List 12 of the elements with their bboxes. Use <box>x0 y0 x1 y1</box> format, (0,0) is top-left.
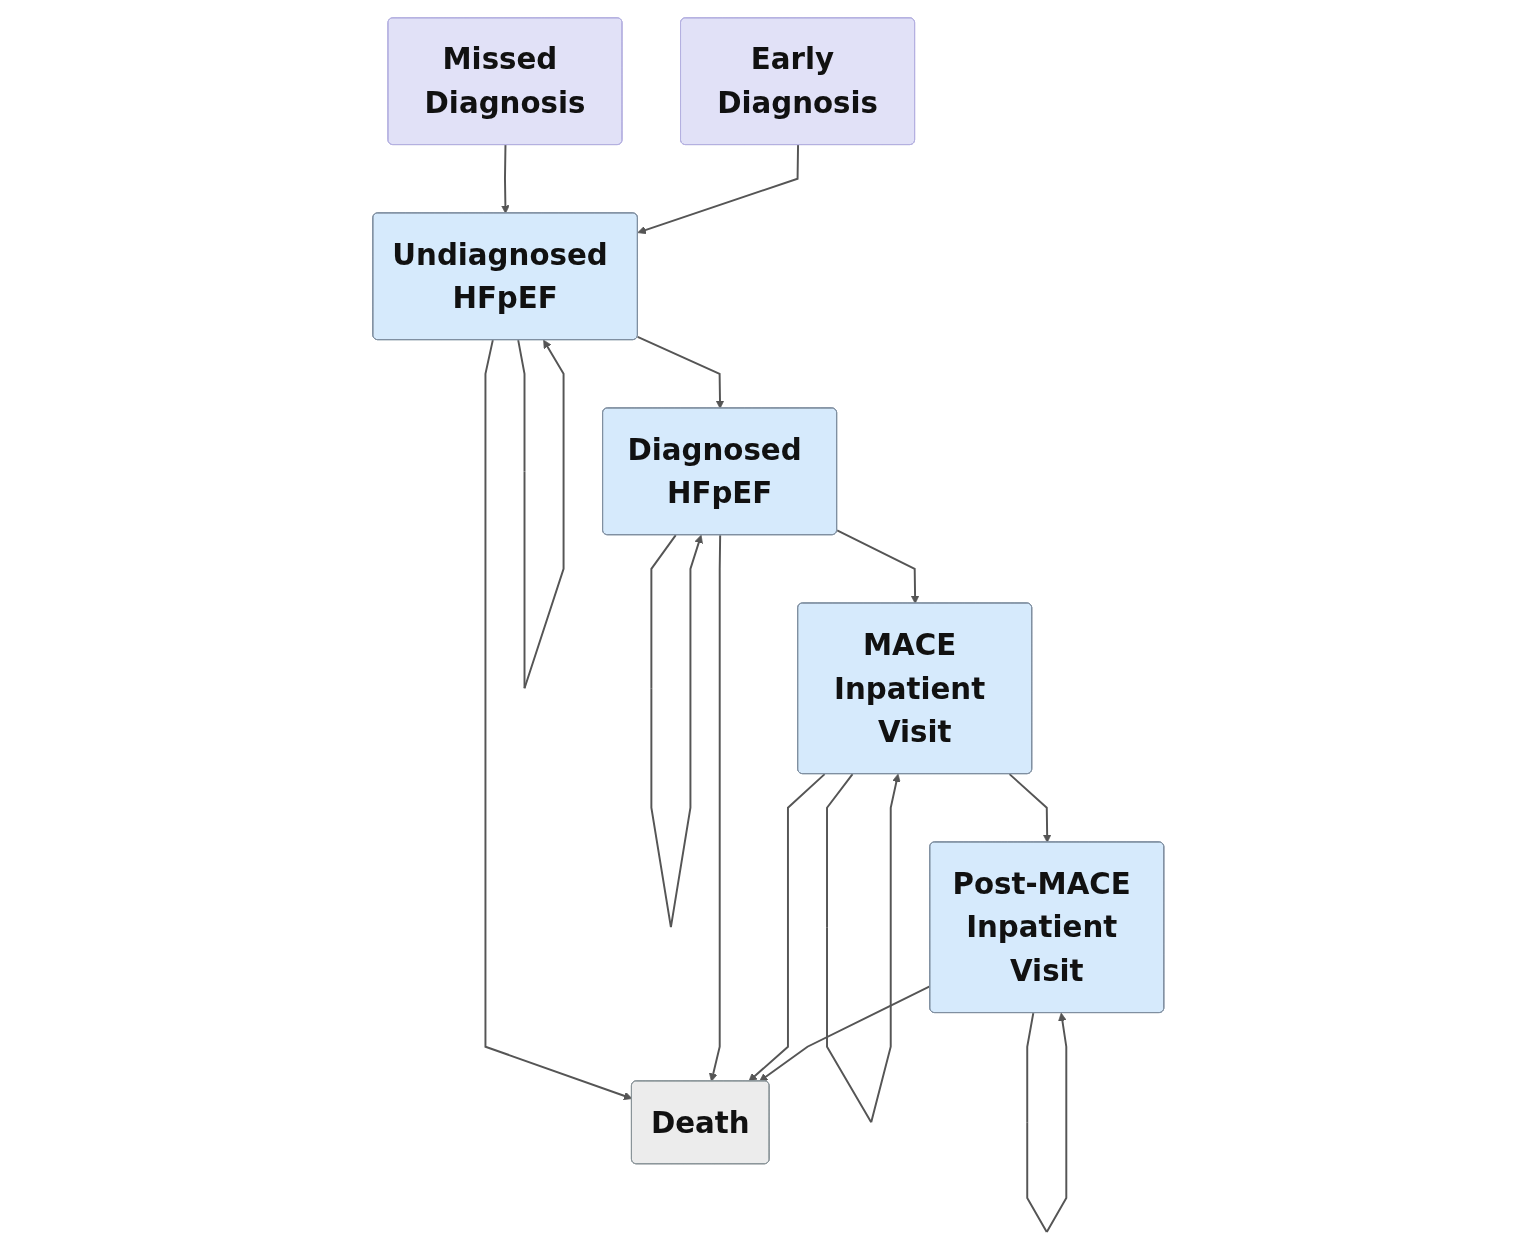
arrow <box>1026 1012 1068 1233</box>
arrow <box>637 144 800 235</box>
arrow <box>748 773 826 1082</box>
arrow <box>1008 773 1052 843</box>
arrow <box>709 534 722 1082</box>
arrow <box>517 339 565 690</box>
arrow <box>501 144 510 214</box>
arrow <box>836 529 920 604</box>
arrow <box>636 335 725 409</box>
arrow <box>826 773 901 1124</box>
arrow <box>484 339 633 1101</box>
arrow <box>650 534 704 929</box>
